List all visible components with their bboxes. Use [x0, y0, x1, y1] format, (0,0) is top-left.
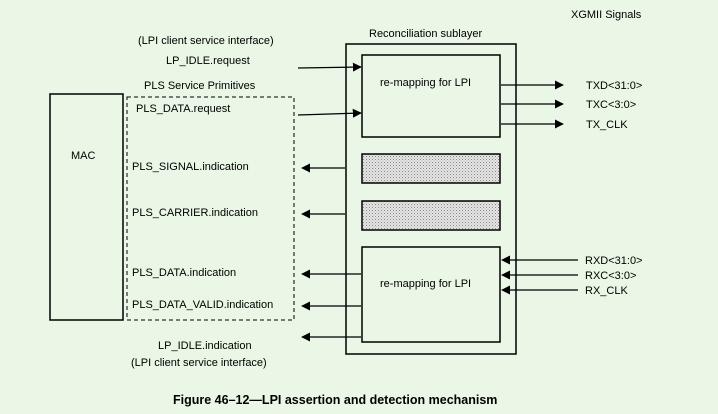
figure-caption: Figure 46–12—LPI assertion and detection… [173, 393, 497, 407]
lp-idle-request-arrow [297, 62, 362, 72]
rxd-label: RXD<31:0> [585, 255, 642, 267]
pls-data-indication-label: PLS_DATA.indication [132, 267, 236, 279]
lpi-client-interface-top-label: (LPI client service interface) [138, 35, 274, 47]
lp-idle-indication-label: LP_IDLE.indication [158, 340, 252, 352]
txc-label: TXC<3:0> [586, 99, 636, 111]
pls-data-request-label: PLS_DATA.request [136, 103, 230, 115]
rxc-label: RXC<3:0> [585, 270, 636, 282]
carrier-hatched-bar [361, 200, 501, 231]
pls-signal-indication-label: PLS_SIGNAL.indication [132, 161, 249, 173]
pls-data-valid-indication-label: PLS_DATA_VALID.indication [132, 299, 273, 311]
pls-carrier-indication-label: PLS_CARRIER.indication [132, 207, 258, 219]
pls-service-primitives-label: PLS Service Primitives [144, 80, 256, 92]
pls-service-primitives-box [126, 96, 295, 321]
rx-remapping-box [361, 246, 501, 343]
tx-clk-label: TX_CLK [586, 119, 628, 131]
reconciliation-sublayer-title: Reconciliation sublayer [369, 28, 482, 40]
txd-label: TXD<31:0> [586, 80, 642, 92]
rx-clk-label: RX_CLK [585, 285, 628, 297]
pls-data-request-arrow [297, 108, 362, 118]
reconciliation-sublayer-box [345, 43, 517, 355]
mac-label: MAC [71, 150, 96, 162]
rx-remapping-label: re-mapping for LPI [380, 278, 471, 290]
mac-box [49, 93, 124, 321]
xgmii-signals-heading: XGMII Signals [571, 9, 642, 21]
tx-remapping-label: re-mapping for LPI [380, 77, 471, 89]
tx-remapping-box [361, 54, 501, 138]
lpi-client-interface-bottom-label: (LPI client service interface) [131, 357, 267, 369]
signal-hatched-bar [361, 153, 501, 184]
lp-idle-request-label: LP_IDLE.request [166, 55, 250, 67]
